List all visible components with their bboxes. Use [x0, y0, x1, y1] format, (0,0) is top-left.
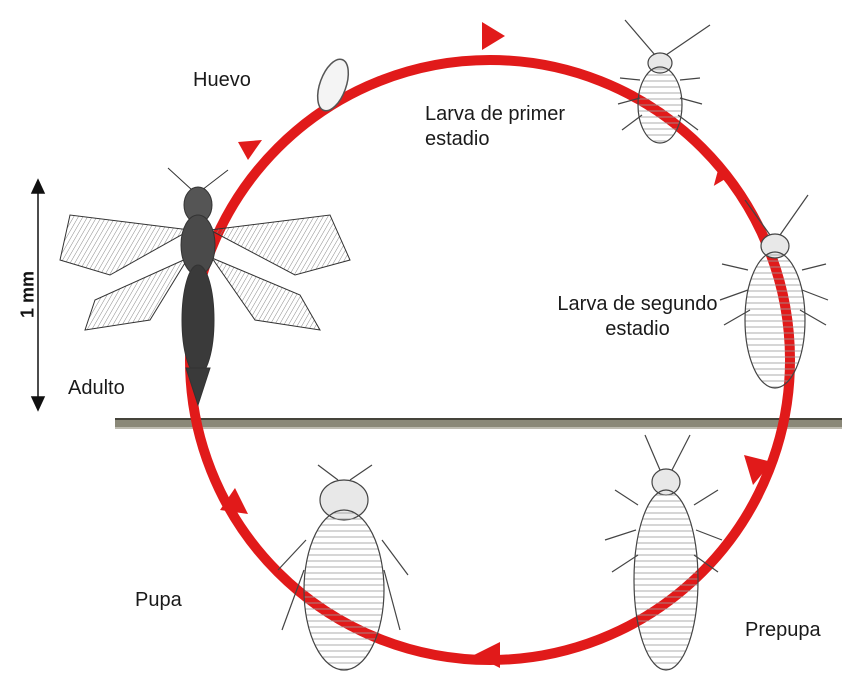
- scale-label: 1 mm: [18, 265, 39, 325]
- arrow-head-1: [482, 22, 505, 50]
- stage-label-prepupa: Prepupa: [745, 618, 821, 643]
- stage-label-larva1: Larva de primer estadio: [425, 102, 610, 152]
- egg-illustration: [312, 55, 355, 115]
- stage-label-larva2: Larva de segundo estadio: [555, 292, 720, 342]
- arrow-head-6: [238, 140, 262, 160]
- stage-label-pupa: Pupa: [135, 588, 182, 613]
- prepupa-illustration: [605, 435, 722, 670]
- larva2-illustration: [720, 195, 828, 388]
- ground-line: [115, 418, 842, 428]
- stage-label-adult: Adulto: [68, 376, 125, 401]
- larva1-illustration: [618, 20, 710, 143]
- adult-illustration: [60, 168, 350, 405]
- stage-label-egg: Huevo: [193, 68, 251, 93]
